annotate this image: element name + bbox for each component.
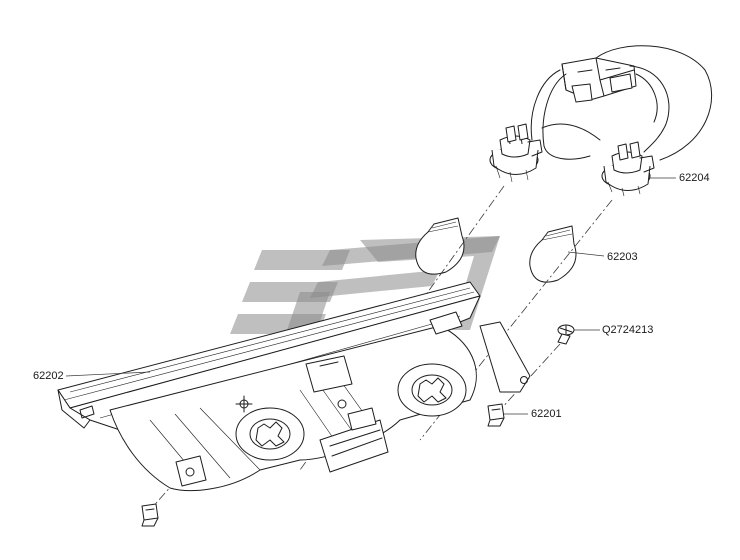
lamp-housing bbox=[57, 281, 531, 492]
callout-62201: 62201 bbox=[530, 408, 563, 421]
wiring-harness bbox=[530, 45, 713, 161]
bulb-socket-left bbox=[489, 123, 543, 183]
screw bbox=[557, 324, 575, 345]
bulb-right bbox=[529, 225, 577, 283]
callout-62202: 62202 bbox=[32, 370, 65, 383]
bulb-socket-right bbox=[601, 141, 655, 197]
callout-62204: 62204 bbox=[678, 172, 711, 185]
wiring-connector bbox=[561, 57, 637, 103]
leader-lines bbox=[65, 177, 676, 415]
bulb-left bbox=[415, 217, 465, 275]
callout-62203: 62203 bbox=[606, 251, 639, 264]
callout-Q2724213: Q2724213 bbox=[601, 324, 655, 337]
clip-nut-right bbox=[487, 403, 505, 427]
clip-nut-lower bbox=[141, 503, 159, 527]
